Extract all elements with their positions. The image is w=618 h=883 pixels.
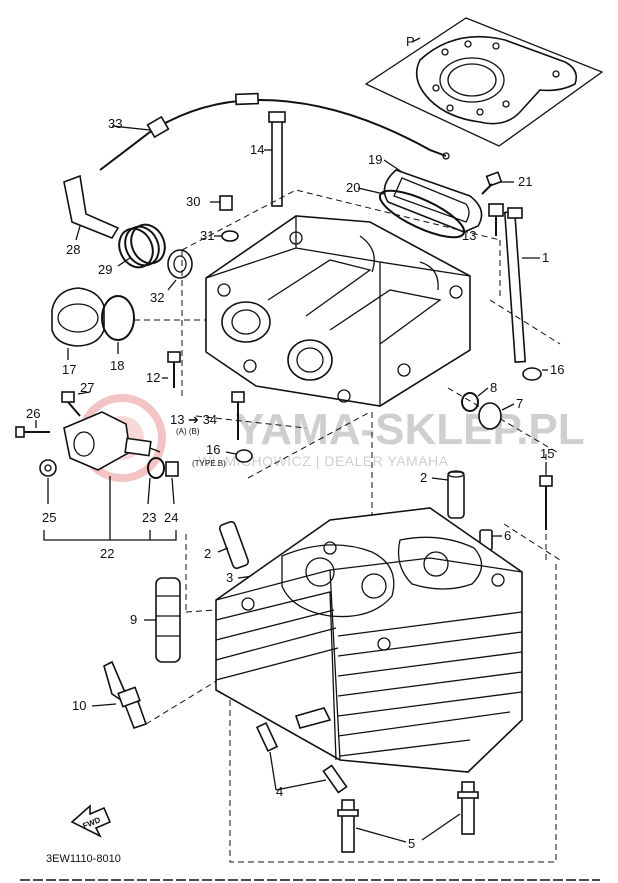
- callout-p: P: [406, 34, 415, 49]
- o-ring-23: [147, 457, 165, 505]
- decompression-cable: [99, 92, 450, 171]
- callout-23: 23: [142, 510, 156, 525]
- bolt-21: [481, 171, 514, 195]
- callout-14: 14: [250, 142, 264, 157]
- valve-guide-2-right: [431, 470, 465, 519]
- bolt-26: [15, 420, 50, 438]
- callout-25: 25: [42, 510, 56, 525]
- bolt-14: [264, 111, 286, 207]
- callout-13-34: 13 ➔ 34: [170, 412, 217, 427]
- callout-15: 15: [540, 446, 554, 461]
- guide-stack-9: [144, 577, 181, 663]
- decompression-lever-28: [63, 174, 120, 241]
- callout-13-upper: 13: [462, 228, 476, 243]
- callout-4: 4: [276, 784, 283, 799]
- camshaft-housing: [205, 215, 471, 407]
- spark-plug-10: [91, 660, 219, 730]
- callout-20: 20: [346, 180, 360, 195]
- watermark: YAMA-SKLEP.PL WŁ MICHOWICZ | DEALER YAMA…: [78, 394, 585, 482]
- o-ring-20: [357, 187, 466, 239]
- bolt-15: [539, 462, 553, 530]
- valve-guide-2-left: [217, 520, 250, 570]
- callout-9: 9: [130, 612, 137, 627]
- callout-18: 18: [110, 358, 124, 373]
- callout-21: 21: [518, 174, 532, 189]
- cap-17: [51, 287, 105, 360]
- callout-5: 5: [408, 836, 415, 851]
- callout-6: 6: [504, 528, 511, 543]
- callout-24: 24: [164, 510, 178, 525]
- callout-3-left: 3: [226, 570, 233, 585]
- bolt-27: [61, 391, 91, 417]
- construction-lines-lower: [185, 534, 557, 863]
- callout-27: 27: [80, 380, 94, 395]
- callout-32: 32: [150, 290, 164, 305]
- callout-31: 31: [200, 228, 214, 243]
- spring-29: [117, 223, 166, 269]
- callout-1: 1: [542, 250, 549, 265]
- plug-7: [478, 402, 515, 430]
- callout-29: 29: [98, 262, 112, 277]
- head-gasket: [364, 17, 604, 147]
- bolt-12: [162, 351, 181, 388]
- o-ring-8: [461, 387, 489, 412]
- bolt-30: [210, 195, 233, 211]
- washer-31: [214, 230, 239, 242]
- callout-16-type-b-sub: (TYPE B): [192, 459, 226, 468]
- callout-19: 19: [368, 152, 382, 167]
- washer-16-type-b: [225, 449, 253, 463]
- callout-30: 30: [186, 194, 200, 209]
- callout-33: 33: [108, 116, 122, 131]
- bolt-13-upper: [488, 203, 504, 236]
- washer-16-upper: [522, 367, 548, 381]
- drawing-code: 3EW1110-8010: [46, 853, 121, 865]
- watermark-main-text: YAMA-SKLEP.PL: [235, 405, 585, 454]
- callout-2-right: 2: [420, 470, 427, 485]
- callout-17: 17: [62, 362, 76, 377]
- watermark-sub-text: WŁ MICHOWICZ | DEALER YAMAHA: [198, 453, 449, 469]
- callout-26: 26: [26, 406, 40, 421]
- stud-5: [337, 781, 479, 853]
- forward-arrow-icon: FWD: [70, 804, 112, 838]
- cap-bolt-24: [165, 461, 179, 505]
- callout-28: 28: [66, 242, 80, 257]
- callout-22: 22: [100, 546, 114, 561]
- callout-16-upper: 16: [550, 362, 564, 377]
- tensioner-body: [63, 411, 161, 471]
- stud-4: [255, 722, 348, 794]
- bolt-13-34: [231, 391, 245, 440]
- callout-12: 12: [146, 370, 160, 385]
- bracket-22: [43, 476, 177, 541]
- callout-10: 10: [72, 698, 86, 713]
- cylinder-head: [215, 507, 523, 773]
- callout-2-left: 2: [204, 546, 211, 561]
- washer-25: [39, 459, 57, 504]
- callout-13-34-sub: (A) (B): [176, 427, 200, 436]
- long-bolt-1: [503, 207, 540, 364]
- oil-seal-32: [167, 249, 193, 291]
- callout-16-type-b: 16: [206, 442, 220, 457]
- callout-7: 7: [516, 396, 523, 411]
- callout-8: 8: [490, 380, 497, 395]
- side-cover-19: [383, 159, 483, 233]
